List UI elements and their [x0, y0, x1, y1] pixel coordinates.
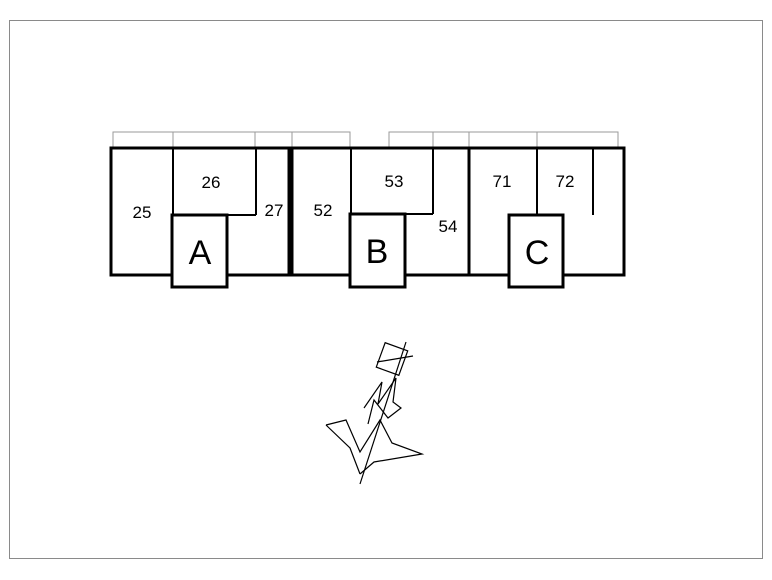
room-54-label: 54	[439, 217, 458, 236]
building-a-box	[170, 213, 229, 289]
room-26-label: 26	[202, 173, 221, 192]
room-25-label: 25	[133, 203, 152, 222]
building-a-label: A	[189, 234, 212, 272]
building-b-box	[348, 212, 407, 289]
north-arrow-icon	[325, 341, 425, 485]
page-frame	[9, 20, 763, 559]
room-53-label: 53	[385, 172, 404, 191]
building-b-label: B	[366, 233, 389, 271]
room-27-label: 27	[265, 201, 284, 220]
room-72-label: 72	[556, 172, 575, 191]
eaves-outline	[112, 131, 619, 148]
building-c-box	[507, 213, 565, 289]
building-c-label: C	[525, 234, 550, 272]
room-71-label: 71	[493, 172, 512, 191]
room-52-label: 52	[314, 201, 333, 220]
